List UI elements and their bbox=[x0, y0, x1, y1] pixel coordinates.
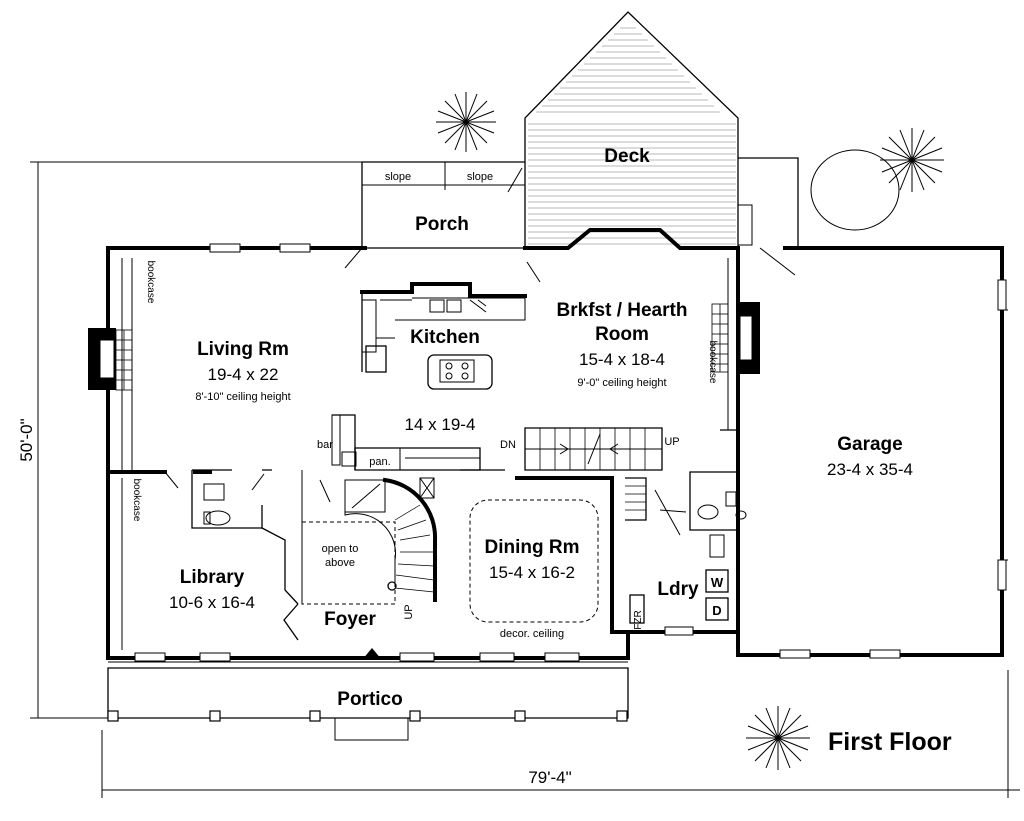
windows bbox=[134, 243, 1007, 662]
living-room-dims: 19-4 x 22 bbox=[208, 365, 279, 384]
laundry: FZR Ldry W D bbox=[625, 429, 747, 634]
depth-dimension: 50'-0" bbox=[17, 418, 36, 461]
pantry-label: pan. bbox=[369, 456, 390, 468]
living-room: bookcase Living Rm 19-4 x 22 8'-10" ceil… bbox=[88, 247, 363, 489]
dimension-lines: 50'-0" 79'-4" bbox=[17, 161, 1020, 798]
washer-label: W bbox=[711, 575, 724, 590]
hearth-living-brick bbox=[115, 329, 133, 391]
kitchen-dims: 14 x 19-4 bbox=[405, 415, 476, 434]
deck: Deck bbox=[524, 11, 799, 248]
dining-room-label: Dining Rm bbox=[485, 537, 580, 558]
tree-front bbox=[746, 706, 810, 770]
living-room-ceiling: 8'-10" ceiling height bbox=[195, 391, 290, 403]
open-line2: above bbox=[325, 557, 355, 569]
garage-label: Garage bbox=[837, 434, 902, 455]
bookcase-library-label: bookcase bbox=[131, 479, 142, 522]
kitchen-island bbox=[427, 354, 493, 390]
library: bookcase Library 10-6 x 16-4 bbox=[121, 469, 299, 650]
porch: slope slope Porch bbox=[361, 161, 525, 248]
garage: Garage 23-4 x 35-4 bbox=[759, 247, 1008, 561]
shrub-outline bbox=[810, 149, 900, 231]
bookcase-hearth-label: bookcase bbox=[707, 341, 718, 384]
brkfst-line1: Brkfst / Hearth bbox=[557, 300, 688, 321]
garage-dims: 23-4 x 35-4 bbox=[827, 460, 913, 479]
foyer: open to above UP Foyer bbox=[301, 470, 438, 660]
dining-ceiling: decor. ceiling bbox=[500, 628, 564, 640]
kitchen: Kitchen 14 x 19-4 bbox=[360, 261, 541, 434]
bar-pantry: bar pan. bbox=[317, 414, 481, 471]
brkfst-ceiling: 9'-0" ceiling height bbox=[577, 377, 666, 389]
width-dimension: 79'-4" bbox=[528, 768, 571, 787]
brkfst-dims: 15-4 x 18-4 bbox=[579, 350, 665, 369]
floor-title: First Floor bbox=[828, 728, 952, 756]
foyer-label: Foyer bbox=[324, 609, 376, 630]
breakfast-hearth-room: Brkfst / Hearth Room 15-4 x 18-4 9'-0" c… bbox=[557, 258, 760, 430]
open-line1: open to bbox=[322, 543, 359, 555]
kitchen-label: Kitchen bbox=[410, 327, 480, 348]
decor-ceiling-outline bbox=[469, 499, 599, 623]
slope-right-label: slope bbox=[467, 171, 493, 183]
cooktop bbox=[439, 359, 475, 383]
stair-up-foyer-label: UP bbox=[403, 604, 415, 619]
stair-up-rear-label: UP bbox=[664, 436, 679, 448]
porch-label: Porch bbox=[415, 214, 469, 235]
bookcase-living-label: bookcase bbox=[145, 261, 156, 304]
living-room-label: Living Rm bbox=[197, 339, 289, 360]
library-label: Library bbox=[180, 567, 245, 588]
deck-hatching bbox=[528, 27, 736, 245]
entry-arrow bbox=[362, 648, 382, 660]
dining-room-dims: 15-4 x 16-2 bbox=[489, 563, 575, 582]
stair-dn-label: DN bbox=[500, 439, 516, 451]
bar-label: bar bbox=[317, 439, 333, 451]
trees bbox=[436, 92, 944, 770]
dryer-label: D bbox=[712, 603, 721, 618]
portico: Portico bbox=[107, 661, 629, 741]
freezer-label: FZR bbox=[633, 610, 644, 629]
tree-right bbox=[880, 128, 944, 192]
rear-stairs: DN UP bbox=[500, 427, 680, 471]
brkfst-line2: Room bbox=[595, 324, 649, 345]
deck-label: Deck bbox=[604, 146, 650, 167]
laundry-label: Ldry bbox=[657, 579, 699, 600]
library-dims: 10-6 x 16-4 bbox=[169, 593, 255, 612]
portico-label: Portico bbox=[337, 689, 402, 710]
dining-room: Dining Rm 15-4 x 16-2 decor. ceiling bbox=[460, 469, 630, 640]
slope-left-label: slope bbox=[385, 171, 411, 183]
tree-left bbox=[436, 92, 496, 152]
